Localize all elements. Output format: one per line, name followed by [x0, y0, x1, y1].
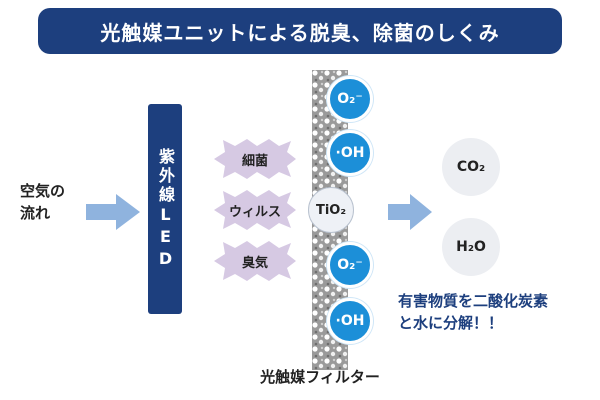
starburst-icon: [214, 241, 296, 281]
starburst-icon: [214, 139, 296, 179]
target-label: ウィルス: [228, 204, 281, 220]
radical-superoxide: O₂⁻: [327, 242, 373, 288]
filter-label: 光触媒フィルター: [260, 368, 380, 386]
target-bacteria: 細菌: [213, 138, 297, 180]
target-odor: 臭気: [213, 240, 297, 282]
starburst-icon: [214, 190, 296, 230]
page-title: 光触媒ユニットによる脱臭、除菌のしくみ: [38, 8, 562, 54]
product-co2: CO₂: [442, 138, 500, 196]
product-h2o: H₂O: [442, 218, 500, 276]
uv-led-bar: 紫外線LED: [148, 104, 182, 314]
target-label: 細菌: [241, 153, 268, 169]
decomposition-text: 有害物質を二酸化炭素 と水に分解！！: [398, 292, 549, 332]
target-label: 臭気: [241, 255, 268, 271]
air-flow-label: 空気の 流れ: [20, 182, 66, 222]
catalyst-tio2: TiO₂: [308, 187, 354, 233]
output-arrow-icon: [388, 194, 432, 230]
radical-superoxide: O₂⁻: [327, 76, 373, 122]
radical-hydroxyl: ·OH: [327, 298, 373, 344]
target-virus: ウィルス: [213, 189, 297, 231]
uv-led-label: 紫外線LED: [156, 147, 175, 271]
radical-hydroxyl: ·OH: [327, 130, 373, 176]
air-flow-arrow-icon: [86, 194, 140, 230]
